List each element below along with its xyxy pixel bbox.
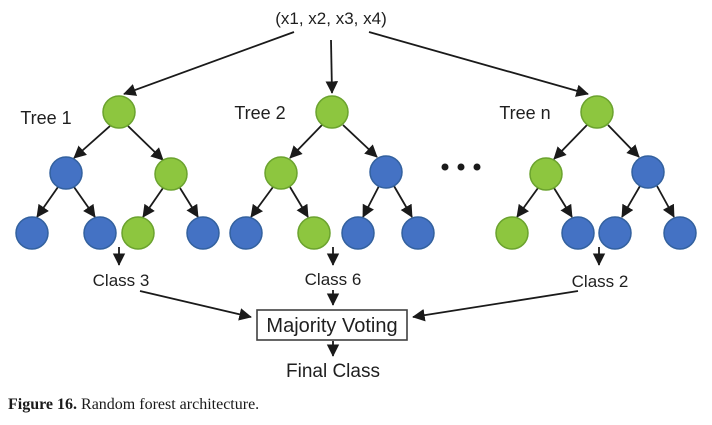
tree1-label: Tree 1 [20, 108, 71, 128]
edge-input-tree2 [325, 39, 339, 94]
figure-caption-text: Random forest architecture. [81, 396, 260, 413]
tree2-class-label: Class 6 [305, 270, 362, 289]
ellipsis-dot [441, 163, 449, 171]
treen-label: Tree n [499, 103, 550, 123]
tree1-leaf4-node [186, 216, 220, 250]
edge-tree1-root-right [127, 125, 164, 161]
edge-tree2-l-leaf2 [289, 186, 309, 218]
figure-caption-number: Figure 16. [8, 396, 78, 413]
edge-input-treen [368, 31, 589, 97]
tree1-leaf1-node [15, 216, 49, 250]
treen-root-node [580, 95, 614, 129]
edge-tree1-r-leaf4 [179, 187, 199, 218]
tree1-leaf2-node [83, 216, 117, 250]
tree2-root-node [315, 95, 349, 129]
edge-treen-l-leaf1 [516, 187, 539, 218]
edge-class3-voting [139, 290, 252, 321]
tree2-leaf4-node [401, 216, 435, 250]
tree1-nodes [15, 95, 220, 250]
edge-treen-root-right [607, 124, 640, 158]
treen-leaf2-node [561, 216, 595, 250]
tree1-class-label: Class 3 [93, 271, 150, 290]
tree2-label: Tree 2 [234, 103, 285, 123]
ellipsis-dots-icon [441, 163, 481, 171]
treen-child-left-node [529, 157, 563, 191]
edge-tree1-l-leaf1 [36, 186, 59, 218]
edge-tree2-root-left [289, 124, 323, 159]
figure-caption: Figure 16. Random forest architecture. [8, 396, 259, 414]
edge-input-tree1 [123, 31, 295, 96]
majority-voting-box [256, 309, 408, 341]
tree2-child-right-node [369, 155, 403, 189]
tree2-leaf3-node [341, 216, 375, 250]
treen-class-label: Class 2 [572, 272, 629, 291]
tree1-child-right-node [154, 157, 188, 191]
tree1-leaf3-node [121, 216, 155, 250]
edge-tree1-root-left [73, 125, 111, 159]
treen-leaf4-node [663, 216, 697, 250]
edges-group [36, 31, 675, 357]
treen-leaf3-node [598, 216, 632, 250]
treen-leaf1-node [495, 216, 529, 250]
tree2-leaf2-node [297, 216, 331, 250]
edge-treen-r-leaf3 [621, 185, 641, 218]
edge-tree1-r-leaf3 [142, 187, 164, 218]
input-vector-label: (x1, x2, x3, x4) [275, 9, 386, 28]
ellipsis-dot [473, 163, 481, 171]
edge-tree2-root-right [342, 124, 378, 158]
edge-tree2-l-leaf1 [250, 186, 274, 218]
edge-tree2-r-leaf3 [362, 185, 380, 218]
edge-tree1-l-leaf2 [73, 186, 96, 218]
treen-nodes [495, 95, 697, 250]
ellipsis-dot [457, 163, 465, 171]
edge-tree2-r-leaf4 [393, 185, 413, 218]
tree1-child-left-node [49, 156, 83, 190]
edge-treen-r-leaf4 [656, 185, 675, 218]
treen-child-right-node [631, 155, 665, 189]
edge-class2-voting [412, 290, 579, 322]
tree1-root-node [102, 95, 136, 129]
edge-treen-root-left [553, 124, 588, 160]
tree2-nodes [229, 95, 435, 250]
tree2-child-left-node [264, 156, 298, 190]
tree2-leaf1-node [229, 216, 263, 250]
final-class-label: Final Class [286, 361, 380, 382]
edge-treen-l-leaf2 [553, 187, 573, 218]
majority-voting-label: Majority Voting [266, 315, 397, 337]
